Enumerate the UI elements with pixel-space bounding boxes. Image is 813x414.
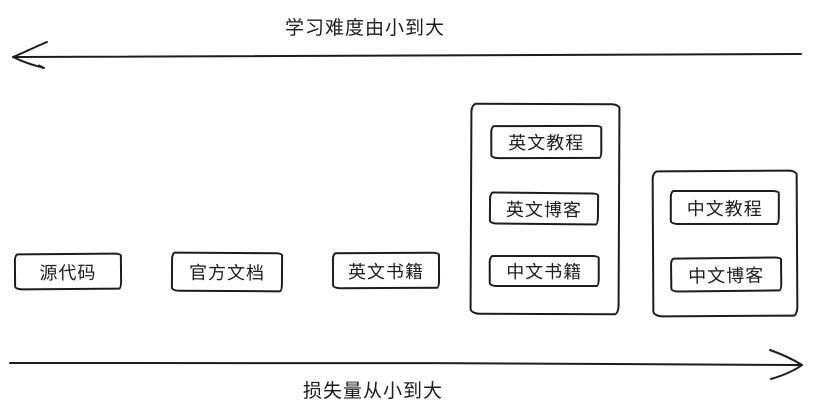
node-source-code: 源代码	[13, 252, 123, 291]
node-source-code-label: 源代码	[39, 262, 97, 283]
node-chinese-tutorials-label: 中文教程	[686, 198, 763, 219]
node-official-docs-label: 官方文档	[188, 262, 266, 284]
node-english-blogs: 英文博客	[488, 191, 600, 226]
node-english-tutorials: 英文教程	[490, 124, 603, 160]
node-chinese-tutorials: 中文教程	[669, 189, 780, 226]
node-english-blogs-label: 英文博客	[505, 199, 583, 220]
node-chinese-blogs-label: 中文博客	[688, 265, 765, 286]
group-box-2: 中文教程 中文博客	[651, 169, 799, 318]
right-arrow-icon	[9, 349, 803, 380]
group-box-1: 英文教程 英文博客 中文书籍	[469, 102, 621, 316]
node-chinese-books-label: 中文书籍	[506, 261, 583, 283]
node-english-books: 英文书籍	[331, 251, 441, 290]
node-chinese-blogs: 中文博客	[669, 256, 783, 293]
node-chinese-books: 中文书籍	[488, 254, 600, 288]
bottom-axis-label: 损失量从小到大	[302, 381, 443, 402]
node-official-docs: 官方文档	[170, 251, 284, 293]
left-arrow-icon	[12, 41, 802, 69]
node-english-books-label: 英文书籍	[347, 261, 425, 282]
node-english-tutorials-label: 英文教程	[508, 132, 585, 154]
top-axis-label: 学习难度由小到大	[284, 18, 445, 39]
